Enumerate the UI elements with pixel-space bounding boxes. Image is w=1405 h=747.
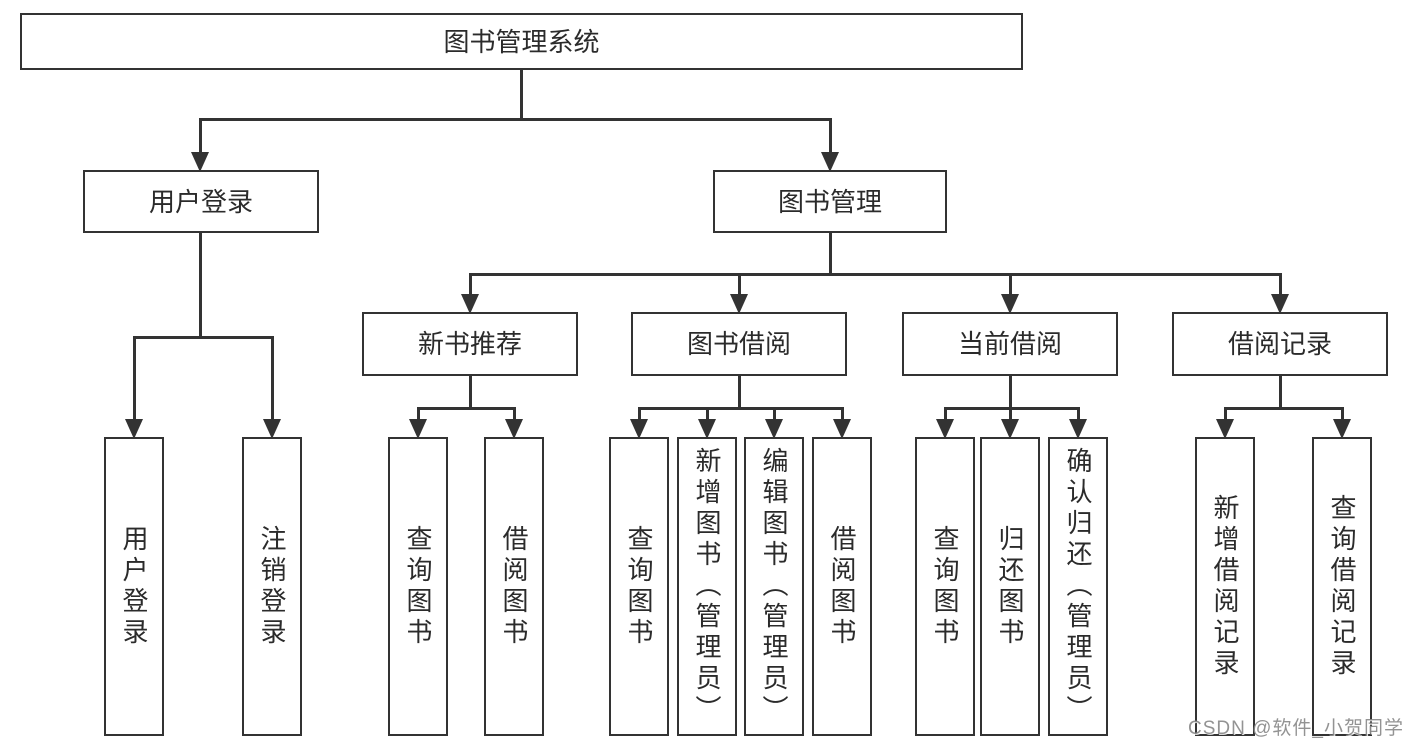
connector-drop: [1077, 407, 1080, 421]
leaf-confirm-return-admin: 确认归还（管理员）: [1048, 437, 1108, 736]
leaf-return-books: 归还图书: [980, 437, 1040, 736]
connector-drop: [1279, 273, 1282, 297]
node-library-system: 图书管理系统: [20, 13, 1023, 70]
connector-drop: [199, 118, 202, 154]
leaf-query-books-current: 查询图书: [915, 437, 975, 736]
arrow-down-icon: [409, 419, 427, 439]
connector-drop: [638, 407, 641, 421]
leaf-logout: 注销登录: [242, 437, 302, 736]
connector-user-login-stem: [199, 232, 202, 339]
leaf-edit-books-admin: 编辑图书（管理员）: [744, 437, 804, 736]
node-book-borrow: 图书借阅: [631, 312, 847, 376]
connector-drop: [513, 407, 516, 421]
leaf-query-borrow-record: 查询借阅记录: [1312, 437, 1372, 736]
connector-book-mgmt-stem: [829, 232, 832, 276]
connector-level2-bar: [199, 118, 832, 121]
arrow-down-icon: [630, 419, 648, 439]
connector-drop: [1341, 407, 1344, 421]
leaf-add-books-admin: 新增图书（管理员）: [677, 437, 737, 736]
arrow-down-icon: [936, 419, 954, 439]
arrow-down-icon: [821, 152, 839, 172]
connector-book-borrow-stem: [738, 375, 741, 410]
connector-drop: [841, 407, 844, 421]
connector-level3-bar: [469, 273, 1282, 276]
connector-drop: [469, 273, 472, 297]
node-new-book-recommend: 新书推荐: [362, 312, 578, 376]
connector-drop: [1009, 407, 1012, 421]
connector-borrow-record-stem: [1279, 375, 1282, 410]
node-book-management: 图书管理: [713, 170, 947, 233]
arrow-down-icon: [1069, 419, 1087, 439]
csdn-watermark: CSDN @软件_小贺同学: [1188, 718, 1404, 739]
arrow-down-icon: [765, 419, 783, 439]
arrow-down-icon: [730, 294, 748, 314]
leaf-query-books-recommend: 查询图书: [388, 437, 448, 736]
leaf-query-books-borrow: 查询图书: [609, 437, 669, 736]
arrow-down-icon: [263, 419, 281, 439]
arrow-down-icon: [125, 419, 143, 439]
connector-drop: [417, 407, 420, 421]
connector-drop: [738, 273, 741, 297]
connector-drop: [1009, 273, 1012, 297]
arrow-down-icon: [505, 419, 523, 439]
leaf-borrow-books-borrow: 借阅图书: [812, 437, 872, 736]
arrow-down-icon: [1271, 294, 1289, 314]
connector-user-login-bar: [133, 336, 274, 339]
leaf-borrow-books-recommend: 借阅图书: [484, 437, 544, 736]
connector-drop: [706, 407, 709, 421]
arrow-down-icon: [461, 294, 479, 314]
connector-recommend-bar: [417, 407, 516, 410]
connector-book-borrow-bar: [638, 407, 844, 410]
connector-drop: [829, 118, 832, 154]
connector-current-borrow-stem: [1009, 375, 1012, 410]
node-user-login: 用户登录: [83, 170, 319, 233]
connector-drop: [773, 407, 776, 421]
connector-recommend-stem: [469, 375, 472, 410]
arrow-down-icon: [833, 419, 851, 439]
arrow-down-icon: [1001, 294, 1019, 314]
node-borrow-records: 借阅记录: [1172, 312, 1388, 376]
leaf-add-borrow-record: 新增借阅记录: [1195, 437, 1255, 736]
connector-drop: [271, 336, 274, 421]
connector-drop: [1224, 407, 1227, 421]
connector-drop: [944, 407, 947, 421]
arrow-down-icon: [1333, 419, 1351, 439]
arrow-down-icon: [698, 419, 716, 439]
arrow-down-icon: [191, 152, 209, 172]
connector-borrow-record-bar: [1224, 407, 1344, 410]
node-current-borrow: 当前借阅: [902, 312, 1118, 376]
leaf-user-login: 用户登录: [104, 437, 164, 736]
connector-drop: [133, 336, 136, 421]
arrow-down-icon: [1216, 419, 1234, 439]
connector-current-borrow-bar: [944, 407, 1080, 410]
arrow-down-icon: [1001, 419, 1019, 439]
connector-root-stem: [520, 69, 523, 121]
